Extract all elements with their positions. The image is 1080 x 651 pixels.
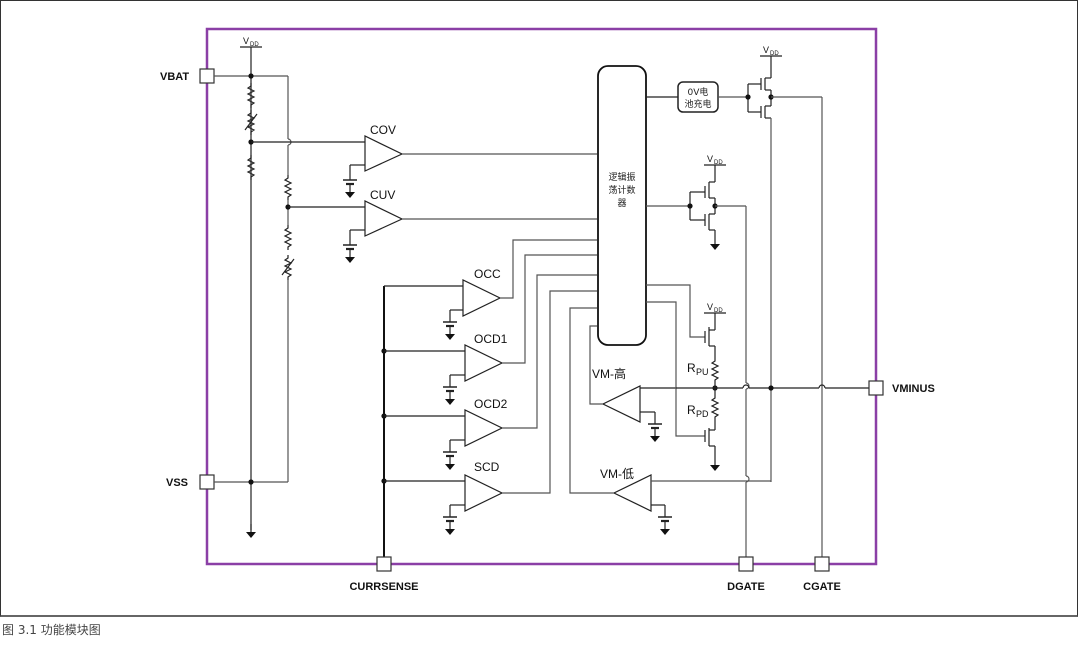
pin-vss[interactable] <box>199 474 215 490</box>
vdd-symbol-left: V DD <box>240 36 262 48</box>
svg-text:DD: DD <box>714 160 723 166</box>
svg-text:DD: DD <box>250 42 259 48</box>
comparator-occ: OCC <box>441 239 597 341</box>
pin-label-vss: VSS <box>166 477 188 489</box>
pin-label-vminus: VMINUS <box>892 383 935 395</box>
svg-text:V: V <box>243 36 249 46</box>
svg-text:COV: COV <box>370 123 396 137</box>
comparator-vm-low: VM-低 <box>569 307 771 536</box>
svg-text:OCD1: OCD1 <box>474 332 508 346</box>
svg-text:PU: PU <box>696 367 709 377</box>
svg-text:CUV: CUV <box>370 188 395 202</box>
comparator-scd: SCD <box>384 290 597 536</box>
comparator-ocd2: OCD2 <box>384 274 597 471</box>
comparator-cov: COV <box>341 123 597 199</box>
svg-text:PD: PD <box>696 409 709 419</box>
svg-text:逻辑振: 逻辑振 <box>608 171 635 183</box>
logic-oscillator-counter-block: 逻辑振 荡计数 器 <box>597 65 647 346</box>
svg-text:DD: DD <box>714 308 723 314</box>
figure-frame <box>0 0 1078 617</box>
figure-caption: 图 3.1 功能模块图 <box>2 623 101 637</box>
svg-text:池充电: 池充电 <box>684 98 711 110</box>
svg-text:V: V <box>707 154 713 164</box>
svg-text:DD: DD <box>770 51 779 57</box>
pin-cgate[interactable] <box>814 556 830 572</box>
dgate-driver: V DD <box>646 154 750 557</box>
svg-text:VM-低: VM-低 <box>600 467 634 481</box>
svg-text:OCC: OCC <box>474 267 501 281</box>
block-diagram: V DD VBAT VSS COV CUV <box>160 27 935 593</box>
resistor-icon <box>284 224 292 251</box>
comparator-cuv: CUV <box>341 188 597 264</box>
pin-currsense[interactable] <box>376 556 392 572</box>
pin-label-cgate: CGATE <box>803 581 841 593</box>
pin-vminus[interactable] <box>868 380 884 396</box>
comparator-ocd1: OCD1 <box>384 254 597 406</box>
svg-text:R: R <box>687 403 696 417</box>
svg-text:VM-高: VM-高 <box>592 366 626 381</box>
comparator-vm-high: VM-高 <box>589 325 676 443</box>
chip-boundary <box>205 27 878 566</box>
pin-vbat[interactable] <box>199 68 215 84</box>
svg-text:R: R <box>687 361 696 375</box>
cgate-driver: V DD <box>745 45 823 557</box>
svg-text:OCD2: OCD2 <box>474 397 508 411</box>
pin-label-dgate: DGATE <box>727 581 765 593</box>
zero-volt-charge-block: 0V电 池充电 <box>646 81 748 113</box>
pin-label-currsense: CURRSENSE <box>349 581 418 593</box>
svg-text:V: V <box>707 302 713 312</box>
svg-text:SCD: SCD <box>474 460 500 474</box>
svg-text:器: 器 <box>617 198 626 209</box>
svg-text:荡计数: 荡计数 <box>608 184 635 196</box>
pin-label-vbat: VBAT <box>160 71 189 83</box>
svg-text:0V电: 0V电 <box>688 86 709 98</box>
pull-resistor-network: V DD R PU R PD <box>646 284 869 472</box>
svg-text:V: V <box>763 45 769 55</box>
resistor-icon <box>284 174 292 201</box>
ground-icon <box>245 523 257 539</box>
pin-dgate[interactable] <box>738 556 754 572</box>
